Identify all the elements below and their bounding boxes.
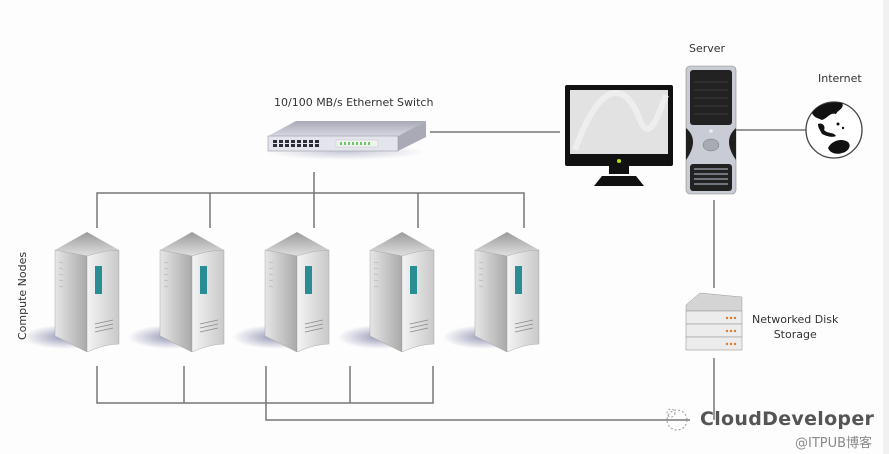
watermark-source: @ITPUB博客 <box>795 436 873 451</box>
storage-label: Networked Disk Storage <box>752 312 838 342</box>
connection-lines <box>96 129 806 421</box>
globe-icon <box>805 101 863 159</box>
ethernet-switch-icon <box>265 121 426 160</box>
compute-nodes-label: Compute Nodes <box>16 251 29 340</box>
storage-label-line1: Networked Disk <box>752 313 839 326</box>
compute-node-icon <box>443 232 540 353</box>
server-label: Server <box>689 42 726 55</box>
storage-label-line2: Storage <box>773 328 817 341</box>
compute-node-icon <box>128 232 225 353</box>
compute-node-icon <box>23 232 120 353</box>
monitor-icon <box>565 85 673 186</box>
compute-bottom-bus <box>96 366 434 404</box>
compute-top-bus <box>96 192 525 228</box>
tower-server-icon <box>685 65 737 195</box>
compute-node-group <box>23 232 540 353</box>
compute-node-icon <box>338 232 435 353</box>
compute-node-icon <box>233 232 330 353</box>
disk-storage-icon <box>685 292 743 351</box>
switch-label: 10/100 MB/s Ethernet Switch <box>274 96 434 109</box>
watermark-logo-icon <box>666 408 688 431</box>
compute-to-storage-link <box>265 366 690 421</box>
watermark-brand: CloudDeveloper <box>700 408 875 430</box>
internet-label: Internet <box>818 72 862 85</box>
page-edge <box>883 0 889 454</box>
